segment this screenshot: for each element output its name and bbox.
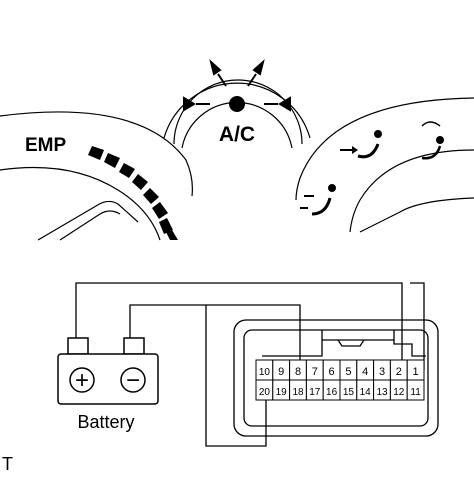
connector-pin-label: 19 <box>276 387 288 398</box>
defrost-icon <box>421 121 444 160</box>
connector-pin-label: 15 <box>343 387 355 398</box>
connector-pin-label: 12 <box>393 387 405 398</box>
wire-ground-loop <box>205 305 267 447</box>
connector-pin-label: 18 <box>292 387 304 398</box>
connector-pin-label: 13 <box>376 387 388 398</box>
positive-symbol: + <box>75 367 89 394</box>
temp-gauge <box>88 146 178 240</box>
ac-label: A/C <box>219 123 255 146</box>
vent-bilevel-icon <box>300 184 336 216</box>
connector-pin-label: 5 <box>345 366 351 378</box>
negative-terminal <box>120 367 146 393</box>
connector-pin-label: 11 <box>410 387 421 398</box>
right-pointer <box>359 197 474 233</box>
connector-pin-label: 16 <box>326 387 338 398</box>
connector-pin-label: 9 <box>278 366 284 378</box>
connector-pin-label: 8 <box>295 366 301 378</box>
positive-terminal <box>69 367 95 393</box>
right-knob-outline <box>295 97 474 201</box>
connector-pin-label: 1 <box>413 366 419 378</box>
connector-pin-label: 7 <box>312 366 318 378</box>
ac-dial-outer <box>163 82 311 139</box>
wire-bridge <box>410 282 425 370</box>
battery-label: Battery <box>77 412 134 432</box>
ac-dial-inner2 <box>173 79 303 145</box>
battery-icon <box>57 337 159 405</box>
left-knob-inner <box>0 166 161 241</box>
corner-mark: T <box>2 454 13 474</box>
wire-negative <box>129 304 301 370</box>
ac-indicator-icon <box>183 59 291 112</box>
left-knob-outline <box>0 111 193 197</box>
connector-pin-label: 4 <box>362 366 368 378</box>
wires <box>75 282 425 447</box>
vent-face-icon <box>340 130 382 159</box>
left-pointer-inner <box>59 210 121 241</box>
wire-positive <box>75 282 403 370</box>
right-knob-inner <box>349 149 474 233</box>
connector-pin-label: 3 <box>379 366 385 378</box>
connector-pin-label: 6 <box>329 366 335 378</box>
connector-pin-label: 14 <box>360 387 372 398</box>
temp-label: EMP <box>25 135 67 156</box>
connector-icon <box>233 319 439 437</box>
connector-pin-label: 10 <box>259 367 271 378</box>
left-pointer <box>37 200 139 241</box>
connector-pin-label: 2 <box>396 366 402 378</box>
connector-pin-label: 20 <box>259 387 271 398</box>
connector-pin-label: 17 <box>309 387 321 398</box>
negative-symbol: − <box>126 367 140 394</box>
connector-pin-cell <box>406 379 425 401</box>
